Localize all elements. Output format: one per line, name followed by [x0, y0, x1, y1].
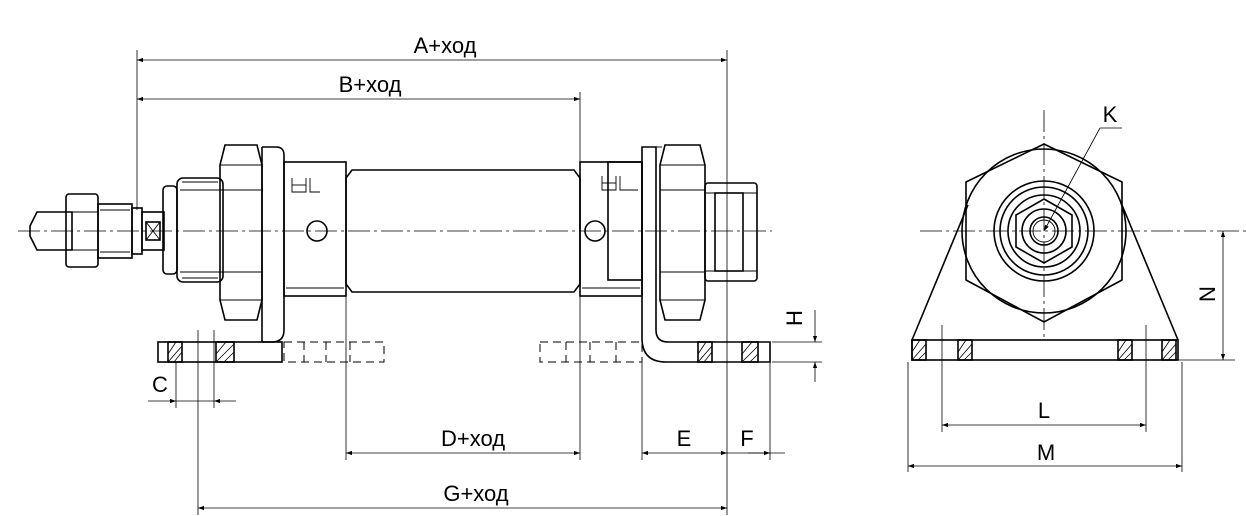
end-ring-2 [999, 186, 1089, 276]
rear-stud [704, 182, 758, 282]
dimension-d-label: D+ход [441, 426, 505, 451]
end-thread-circle [1029, 216, 1059, 246]
dimension-b-label: B+ход [339, 72, 402, 97]
rod-end-thread [29, 193, 143, 268]
end-ring-4 [1021, 208, 1067, 254]
rear-hex-nut [659, 144, 706, 321]
end-ring-3 [1007, 194, 1081, 268]
dimension-m-label: M [1037, 440, 1055, 465]
end-base-plate [911, 339, 1179, 361]
front-head [283, 161, 347, 297]
dimension-h-label: H [782, 310, 807, 326]
end-bracket-sides [911, 204, 1179, 341]
front-cap [162, 177, 224, 283]
dimension-k-leader [1043, 127, 1101, 232]
dimension-a-label: A+ход [414, 33, 477, 58]
end-hex-nut [965, 143, 1123, 323]
rod-wrench-flat [141, 211, 165, 251]
end-base-hatch [911, 339, 1177, 361]
dimension-f-label: F [740, 426, 753, 451]
dimension-e-label: E [677, 426, 692, 451]
rear-head [579, 161, 643, 297]
dimension-k-label: K [1103, 102, 1118, 127]
front-foot-hatch [167, 341, 235, 363]
end-outer-ring [993, 180, 1095, 282]
side-view: A+ход B+ход D+ход G+ход E F C H [18, 33, 822, 515]
end-inner-hex [1015, 198, 1073, 264]
foot-hidden-lines [283, 341, 643, 363]
dimension-l-label: L [1038, 398, 1050, 423]
end-thread-inner [1032, 219, 1056, 243]
dimension-g-label: G+ход [443, 481, 508, 506]
front-hex-nut [219, 144, 263, 321]
end-view: L M N K [907, 102, 1246, 472]
dimension-c-label: C [152, 372, 168, 397]
rear-foot-bracket [641, 146, 771, 363]
end-hex-chamfer-circle [961, 148, 1127, 314]
dimension-n-label: N [1195, 286, 1220, 302]
extension-lines [136, 50, 822, 515]
rear-foot-hatch [697, 341, 759, 363]
